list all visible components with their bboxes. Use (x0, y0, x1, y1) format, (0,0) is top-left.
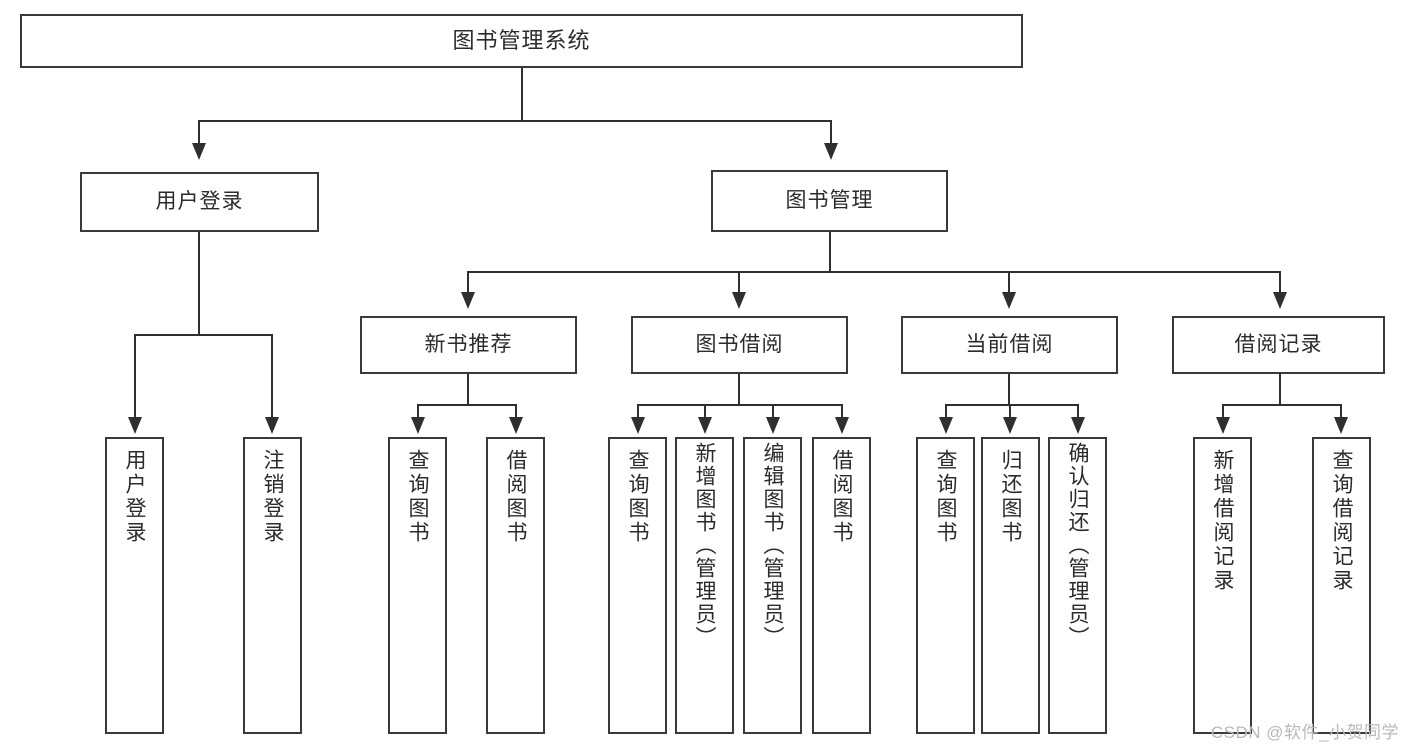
arrow-to-current-borrow (1002, 292, 1016, 309)
leaf-br-query-record[interactable]: 查询借阅记录 (1312, 437, 1371, 734)
connector-book-management-bus (467, 271, 1281, 273)
arrow-to-bb-leaf-2 (698, 417, 712, 434)
connector-br-drop-1 (1222, 404, 1224, 418)
leaf-bb-borrow-book[interactable]: 借阅图书 (812, 437, 871, 734)
leaf-cb-confirm-return-admin[interactable]: 确认归还（管理员） (1048, 437, 1107, 734)
leaf-nbr-borrow-book[interactable]: 借阅图书 (486, 437, 545, 734)
node-label: 图书管理 (785, 188, 874, 212)
node-label: 新书推荐 (424, 332, 513, 356)
arrow-to-bb-leaf-3 (766, 417, 780, 434)
connector-br-stem (1279, 374, 1281, 406)
leaf-br-add-record[interactable]: 新增借阅记录 (1193, 437, 1252, 734)
leaf-logout[interactable]: 注销登录 (243, 437, 302, 734)
connector-bm-drop-4 (1279, 271, 1281, 293)
connector-nbr-drop-1 (417, 404, 419, 418)
connector-user-login-drop-1 (134, 334, 136, 418)
connector-root-drop-left (198, 120, 200, 144)
leaf-nbr-query-book[interactable]: 查询图书 (388, 437, 447, 734)
leaf-label: 借阅图书 (504, 449, 527, 545)
leaf-label: 编辑图书（管理员） (761, 442, 784, 649)
leaf-label: 查询图书 (934, 449, 957, 545)
connector-bb-stem (738, 374, 740, 406)
arrow-to-cb-leaf-1 (939, 417, 953, 434)
leaf-bb-edit-book-admin[interactable]: 编辑图书（管理员） (743, 437, 802, 734)
node-label: 图书借阅 (695, 332, 784, 356)
connector-bb-bus (637, 404, 843, 406)
node-book-management[interactable]: 图书管理 (711, 170, 948, 232)
leaf-user-login[interactable]: 用户登录 (105, 437, 164, 734)
arrow-to-user-login (192, 143, 206, 160)
arrow-to-nbr-leaf-1 (411, 417, 425, 434)
node-new-book-recommend[interactable]: 新书推荐 (360, 316, 577, 374)
leaf-label: 确认归还（管理员） (1066, 442, 1089, 649)
arrow-to-cb-leaf-2 (1003, 417, 1017, 434)
leaf-label: 查询借阅记录 (1330, 449, 1353, 593)
connector-bb-drop-2 (704, 404, 706, 418)
connector-root-bus (198, 120, 832, 122)
connector-user-login-drop-2 (271, 334, 273, 418)
node-label: 借阅记录 (1234, 332, 1323, 356)
connector-root-stem (521, 68, 523, 121)
leaf-label: 用户登录 (123, 449, 146, 545)
arrow-to-leaf-user-login (128, 417, 142, 434)
node-label: 当前借阅 (965, 332, 1054, 356)
connector-root-drop-right (830, 120, 832, 144)
connector-user-login-stem (198, 232, 200, 336)
connector-bb-drop-3 (772, 404, 774, 418)
connector-nbr-bus (417, 404, 517, 406)
connector-bb-drop-1 (637, 404, 639, 418)
node-label: 用户登录 (155, 189, 244, 213)
leaf-cb-query-book[interactable]: 查询图书 (916, 437, 975, 734)
arrow-to-br-leaf-2 (1334, 417, 1348, 434)
leaf-bb-add-book-admin[interactable]: 新增图书（管理员） (675, 437, 734, 734)
connector-user-login-bus (134, 334, 273, 336)
leaf-bb-query-book[interactable]: 查询图书 (608, 437, 667, 734)
connector-nbr-stem (467, 374, 469, 406)
leaf-label: 新增借阅记录 (1211, 449, 1234, 593)
leaf-label: 归还图书 (999, 449, 1022, 545)
arrow-to-book-borrow (732, 292, 746, 309)
connector-cb-drop-2 (1009, 404, 1011, 418)
leaf-label: 借阅图书 (830, 449, 853, 545)
node-book-borrow[interactable]: 图书借阅 (631, 316, 848, 374)
arrow-to-new-book-recommend (461, 292, 475, 309)
node-user-login[interactable]: 用户登录 (80, 172, 319, 232)
leaf-label: 新增图书（管理员） (693, 442, 716, 649)
connector-cb-bus (945, 404, 1078, 406)
arrow-to-bb-leaf-4 (835, 417, 849, 434)
node-borrow-record[interactable]: 借阅记录 (1172, 316, 1385, 374)
arrow-to-cb-leaf-3 (1071, 417, 1085, 434)
connector-nbr-drop-2 (515, 404, 517, 418)
connector-bm-drop-2 (738, 271, 740, 293)
connector-cb-stem (1008, 374, 1010, 406)
node-current-borrow[interactable]: 当前借阅 (901, 316, 1118, 374)
arrow-to-book-management (824, 143, 838, 160)
leaf-cb-return-book[interactable]: 归还图书 (981, 437, 1040, 734)
connector-cb-drop-1 (945, 404, 947, 418)
arrow-to-br-leaf-1 (1216, 417, 1230, 434)
connector-cb-drop-3 (1077, 404, 1079, 418)
node-root-book-management-system[interactable]: 图书管理系统 (20, 14, 1023, 68)
leaf-label: 查询图书 (406, 449, 429, 545)
connector-book-management-stem (829, 232, 831, 273)
arrow-to-bb-leaf-1 (631, 417, 645, 434)
arrow-to-leaf-logout (265, 417, 279, 434)
arrow-to-nbr-leaf-2 (509, 417, 523, 434)
node-label: 图书管理系统 (452, 28, 591, 54)
connector-br-drop-2 (1340, 404, 1342, 418)
connector-br-bus (1222, 404, 1341, 406)
leaf-label: 查询图书 (626, 449, 649, 545)
arrow-to-borrow-record (1273, 292, 1287, 309)
connector-bb-drop-4 (841, 404, 843, 418)
connector-bm-drop-3 (1008, 271, 1010, 293)
connector-bm-drop-1 (467, 271, 469, 293)
leaf-label: 注销登录 (261, 449, 284, 545)
